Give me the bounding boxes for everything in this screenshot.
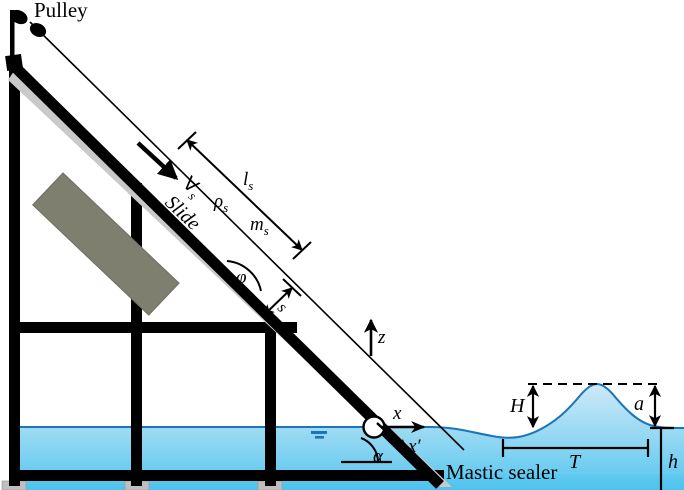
water-surface-line [14, 382, 684, 439]
water-level-marker-icon [311, 431, 327, 439]
slide-length-tick-top [177, 131, 197, 150]
slope-axis-label: x′ [408, 436, 421, 457]
water-depth-dimension [650, 426, 674, 490]
slide-angle-arc [226, 260, 262, 292]
pulley-label: Pulley [34, 0, 88, 22]
slide-density-symbol: ρ [214, 191, 224, 212]
mastic-sealer-label: Mastic sealer [446, 460, 558, 484]
slide-length-dimension-line [186, 139, 303, 251]
slide-length-subscript: s [248, 177, 254, 193]
slide-thickness-dimension [263, 278, 302, 316]
water-fill [14, 384, 684, 490]
slide-mass-subscript: s [263, 222, 269, 238]
slide-leader-arrow [136, 141, 179, 181]
pulley-mast [10, 10, 15, 66]
slide-block [32, 172, 180, 316]
vertical-axis-label: z [378, 327, 386, 348]
support-frame [1, 10, 444, 490]
slide-density-subscript: s [223, 199, 229, 215]
ramp-hinge [5, 53, 24, 72]
frame-beam-upper [9, 322, 297, 333]
slide-length-label: ls [243, 170, 253, 193]
slide-length-tick-bottom [292, 241, 312, 260]
slide-thickness-tick [282, 278, 302, 297]
frame-post-middle [131, 183, 142, 486]
water-depth-label: h [668, 451, 678, 473]
pulley-wheel-upper-icon [10, 9, 28, 25]
ramp-angle-arc [360, 437, 379, 463]
wave-amplitude-label: a [634, 393, 644, 415]
ramp-angle-label: α [373, 446, 383, 467]
slide-mass-label: ms [250, 215, 269, 238]
horizontal-axis-label: x [393, 403, 402, 424]
frame-post-left [9, 62, 20, 486]
slide-density-label: ρs [214, 192, 228, 215]
frame-post-right [265, 322, 276, 486]
slide-angle-label: φ [236, 267, 247, 288]
frame-beam-lower [9, 470, 444, 481]
slide-length-symbol: l [243, 169, 249, 190]
slide-thickness-dimension-line [263, 287, 293, 316]
inclined-ramp [5, 53, 452, 489]
wave-period-label: T [569, 451, 581, 473]
wave-height-label: H [510, 395, 525, 417]
slope-axis-arrow [376, 422, 410, 453]
slide-length-dimension [177, 131, 312, 260]
slide-mass-symbol: m [250, 214, 264, 235]
slide-block-body [32, 172, 180, 316]
wave-period-dimension [501, 439, 650, 457]
ramp-rail [8, 60, 444, 489]
